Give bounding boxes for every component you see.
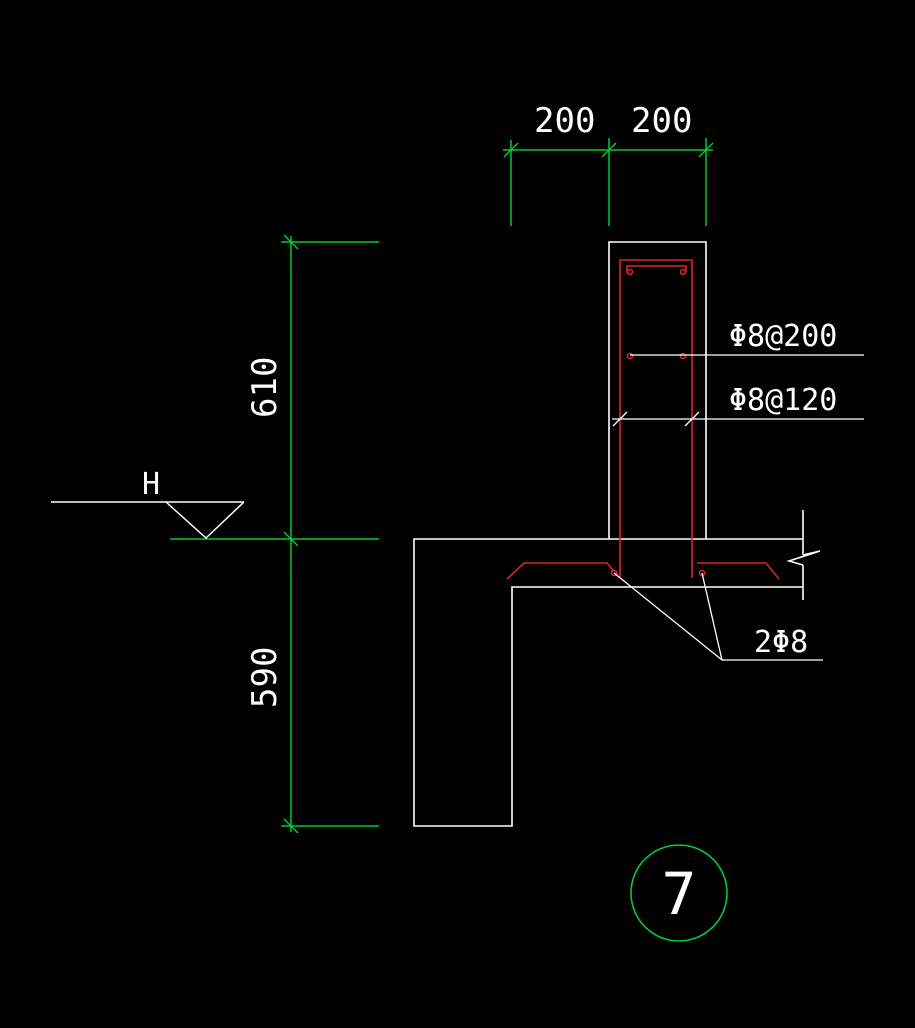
rebar-stirrup-label: Φ8@200: [729, 319, 837, 354]
rebar-dot-top-right: [679, 268, 687, 276]
rebar-dot-top-left: [626, 268, 634, 276]
rebar-distribution-label: Φ8@120: [729, 383, 837, 418]
left-dim-upper-text: 610: [245, 357, 285, 418]
inner-stirrup-hook: [626, 265, 687, 273]
top-dimension-group: [503, 138, 714, 226]
break-line-zigzag: [786, 550, 821, 566]
upstand-wall-outline: [608, 241, 707, 539]
left-dim-tick-bottom: [283, 818, 299, 834]
detail-number-text: 7: [662, 860, 697, 928]
rebar-dot-bottom-left: [610, 569, 618, 577]
left-dimension-group: [170, 234, 379, 834]
level-marker-triangle: [165, 501, 245, 540]
top-dim-tick-right: [698, 142, 714, 158]
left-dim-tick-top: [283, 234, 299, 250]
leader-distribution-tick-right: [684, 411, 700, 427]
top-dim-right-text: 200: [631, 101, 692, 141]
level-marker: [51, 501, 245, 540]
detail-bubble: [630, 844, 728, 942]
level-marker-text: H: [142, 467, 160, 502]
leader-group: [612, 354, 864, 661]
left-dim-lower-text: 590: [245, 647, 285, 708]
rebar-dot-mid-right: [679, 352, 687, 360]
bottom-bar-left: [506, 562, 614, 580]
leader-bottom-bar-right: [701, 572, 723, 661]
bottom-bar-right: [697, 562, 780, 580]
concrete-outline: [413, 241, 821, 827]
slab-and-beam-outline: [413, 538, 803, 827]
top-dim-tick-left: [503, 142, 519, 158]
left-dim-tick-mid: [283, 531, 299, 547]
top-dim-tick-mid: [601, 142, 617, 158]
leader-distribution-tick-left: [612, 411, 628, 427]
top-dim-left-text: 200: [534, 101, 595, 141]
rebar-dot-mid-left: [626, 352, 634, 360]
rebar-bottom-label: 2Φ8: [754, 625, 808, 660]
